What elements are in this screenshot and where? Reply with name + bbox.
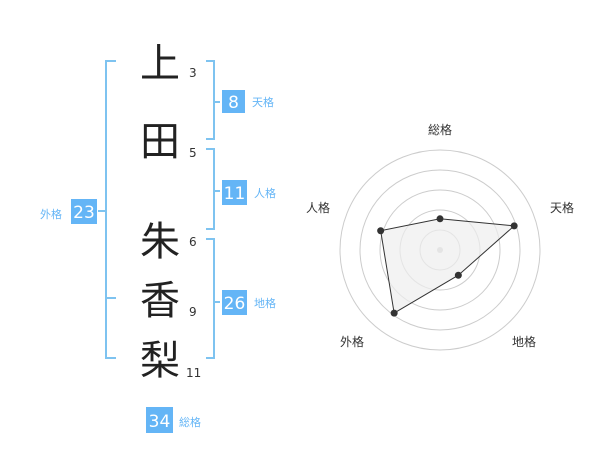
- name-char-4: 香: [140, 278, 180, 324]
- radar-label-3: 地格: [512, 334, 536, 349]
- radar-point-4: [390, 309, 398, 317]
- radar-label-4: 外格: [340, 334, 364, 349]
- jinkaku-value: 11: [224, 184, 246, 204]
- gaikaku-box: [71, 199, 97, 224]
- radar-point-2: [510, 222, 518, 230]
- name-char-1: 上: [140, 41, 180, 87]
- radar-area: [380, 218, 516, 314]
- radar-ring-4: [359, 169, 521, 331]
- soukaku-value: 34: [149, 412, 171, 432]
- gaikaku-value: 23: [73, 203, 95, 223]
- soukaku-label: 総格: [179, 415, 201, 429]
- tenkaku-value: 8: [228, 93, 239, 113]
- chikaku-value: 26: [224, 294, 246, 314]
- jinkaku-box: [222, 180, 247, 205]
- radar-point-5: [377, 227, 385, 235]
- chikaku-box: [222, 290, 247, 315]
- tenkaku-label: 天格: [252, 95, 274, 109]
- gaikaku-bracket: [98, 60, 116, 359]
- stroke-count-3: 6: [189, 235, 197, 249]
- chikaku-label: 地格: [254, 296, 276, 310]
- radar-ring-3: [379, 189, 501, 311]
- radar-point-3: [454, 271, 462, 279]
- stroke-count-1: 3: [189, 66, 197, 80]
- radar-point-1: [436, 215, 444, 223]
- name-char-2: 田: [140, 119, 180, 165]
- chikaku-bracket: [206, 238, 220, 359]
- radar-ring-5: [339, 149, 541, 351]
- name-char-5: 梨: [140, 338, 180, 384]
- radar-label-5: 人格: [306, 200, 330, 215]
- stroke-count-4: 9: [189, 305, 197, 319]
- radar-label-2: 天格: [550, 200, 574, 215]
- jinkaku-bracket: [206, 148, 220, 230]
- name-char-3: 朱: [140, 219, 180, 265]
- stroke-count-5: 11: [186, 366, 201, 380]
- tenkaku-box: [222, 90, 245, 113]
- jinkaku-label: 人格: [254, 186, 276, 200]
- tenkaku-bracket: [206, 60, 220, 140]
- stroke-count-2: 5: [189, 146, 197, 160]
- soukaku-box: [146, 407, 173, 433]
- gaikaku-label: 外格: [40, 207, 62, 221]
- radar-label-1: 総格: [428, 122, 452, 137]
